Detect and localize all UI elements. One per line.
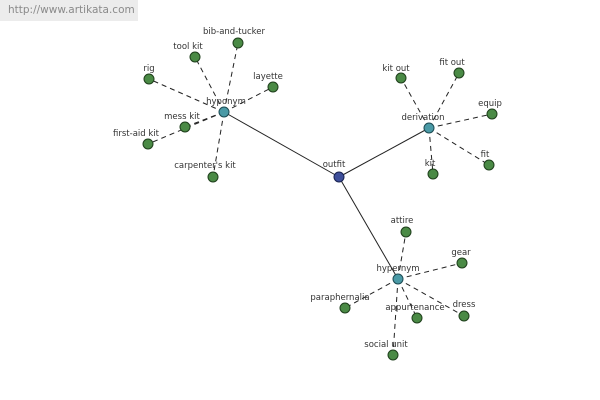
label-derivation: derivation [401, 113, 444, 123]
node-derivation[interactable] [423, 122, 435, 134]
node-gear[interactable] [456, 257, 468, 269]
edge-hyponym-layette [223, 86, 274, 113]
label-rig: rig [143, 64, 154, 74]
edge-hyponym-mess-kit [184, 111, 225, 128]
edge-hyponym-rig [148, 78, 225, 113]
node-first-aid-kit[interactable] [142, 138, 154, 150]
node-paraphernalia[interactable] [339, 302, 351, 314]
edge-hypernym-appurtenance [397, 278, 418, 319]
node-fit[interactable] [483, 159, 495, 171]
edge-hypernym-dress [397, 278, 465, 317]
label-attire: attire [391, 216, 414, 226]
node-appurtenance[interactable] [411, 312, 423, 324]
node-kit[interactable] [427, 168, 439, 180]
edge-derivation-equip [428, 113, 493, 129]
label-first-aid-kit: first-aid kit [113, 129, 160, 139]
node-outfit[interactable] [333, 171, 345, 183]
edge-derivation-fit [428, 127, 490, 166]
label-kit: kit [425, 159, 436, 169]
node-attire[interactable] [400, 226, 412, 238]
node-rig[interactable] [143, 73, 155, 85]
nodes-layer [142, 37, 498, 361]
label-hypernym: hypernym [376, 264, 419, 274]
edge-hyponym-carpenters-kit [212, 111, 225, 178]
label-outfit: outfit [323, 160, 346, 170]
node-mess-kit[interactable] [179, 121, 191, 133]
label-appurtenance: appurtenance [385, 303, 444, 313]
edge-hypernym-gear [397, 262, 463, 280]
edge-outfit-hyponym [223, 111, 340, 178]
label-layette: layette [253, 72, 283, 82]
label-gear: gear [451, 248, 471, 258]
watermark-url: http://www.artikata.com [0, 0, 138, 21]
label-carpenters-kit: carpenter's kit [174, 161, 236, 171]
node-tool-kit[interactable] [189, 51, 201, 63]
label-hyponym: hyponym [206, 97, 246, 107]
edge-hypernym-paraphernalia [344, 278, 399, 309]
edge-derivation-kit-out [400, 77, 430, 129]
label-social-unit: social unit [364, 340, 408, 350]
label-tool-kit: tool kit [173, 42, 203, 52]
label-paraphernalia: paraphernalia [310, 293, 369, 303]
edge-outfit-hypernym [338, 176, 399, 280]
edge-hyponym-first-aid-kit [147, 111, 225, 145]
label-fit: fit [481, 150, 490, 160]
label-bib-and-tucker: bib-and-tucker [203, 27, 266, 37]
edge-hypernym-attire [397, 231, 407, 280]
node-bib-and-tucker[interactable] [232, 37, 244, 49]
edge-outfit-derivation [338, 127, 430, 178]
edge-hypernym-social-unit [392, 278, 399, 356]
label-kit-out: kit out [382, 64, 410, 74]
node-dress[interactable] [458, 310, 470, 322]
node-social-unit[interactable] [387, 349, 399, 361]
node-kit-out[interactable] [395, 72, 407, 84]
label-mess-kit: mess kit [164, 112, 200, 122]
edges-layer [147, 42, 493, 356]
edge-derivation-kit [428, 127, 434, 175]
edge-hyponym-tool-kit [194, 56, 225, 113]
node-equip[interactable] [486, 108, 498, 120]
node-carpenters-kit[interactable] [207, 171, 219, 183]
node-fit-out[interactable] [453, 67, 465, 79]
node-hypernym[interactable] [392, 273, 404, 285]
label-dress: dress [453, 300, 476, 310]
edge-derivation-fit-out [428, 72, 460, 129]
label-fit-out: fit out [439, 58, 465, 68]
edge-hyponym-bib-and-tucker [223, 42, 239, 113]
node-layette[interactable] [267, 81, 279, 93]
label-equip: equip [478, 99, 502, 109]
node-hyponym[interactable] [218, 106, 230, 118]
